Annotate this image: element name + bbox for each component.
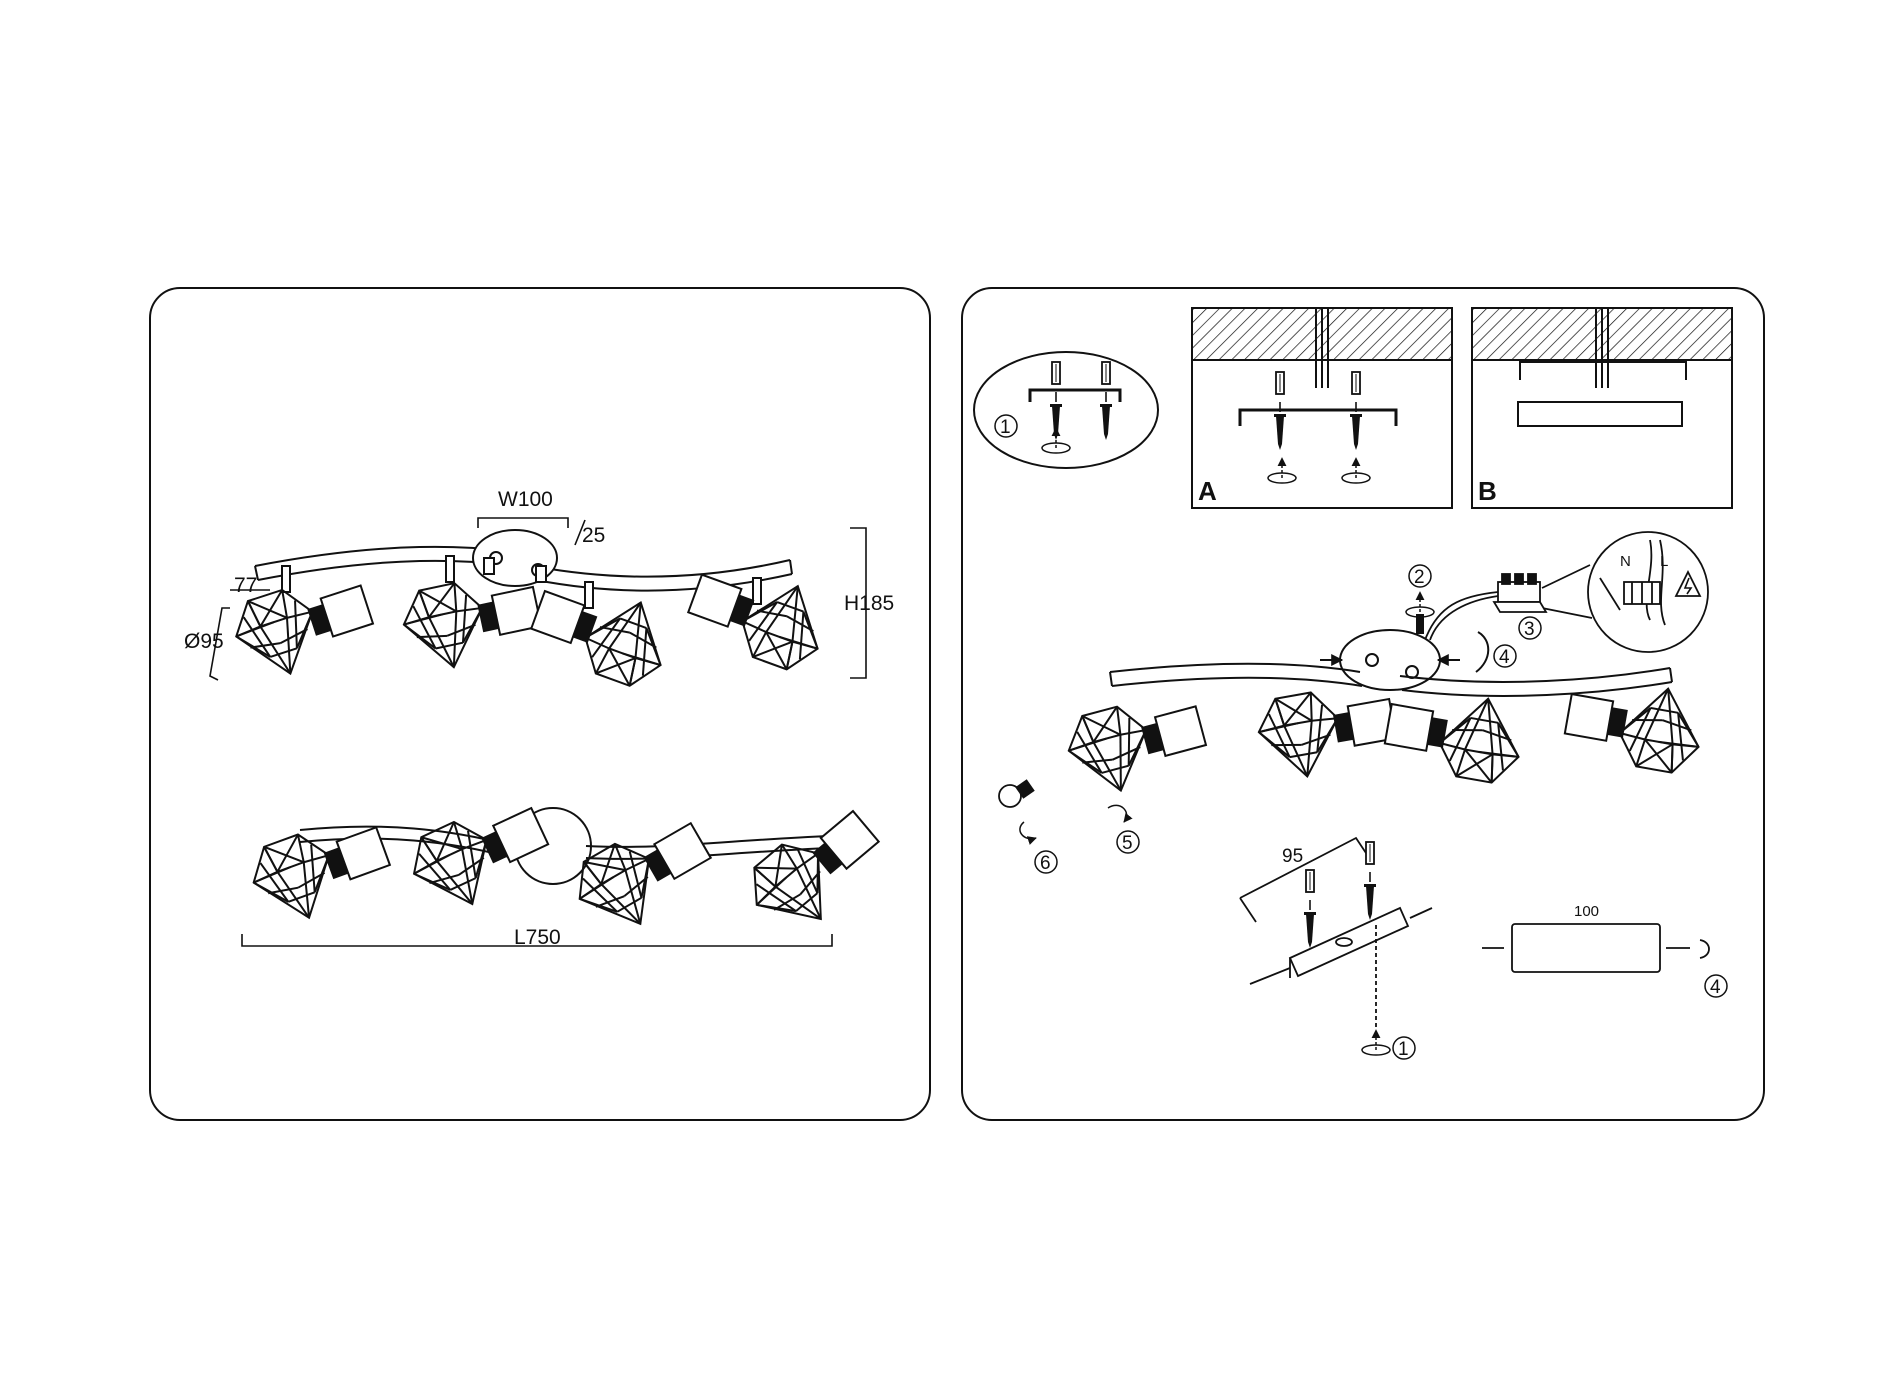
step-2-label: 2 <box>1414 567 1425 588</box>
assembly-spots <box>1061 672 1708 801</box>
live-label: L <box>1660 553 1668 570</box>
step-5-label: 5 <box>1122 833 1133 854</box>
dimension-lines <box>209 517 867 947</box>
fixture-side-view <box>254 529 793 592</box>
step-2-mark: 2 <box>1406 564 1434 634</box>
arm-length-label: 77 <box>234 574 257 597</box>
step-4-label: 4 <box>1499 647 1510 668</box>
length-label: L750 <box>514 926 561 949</box>
step-1-bottom-label: 1 <box>1398 1039 1409 1060</box>
plate-detail <box>1482 923 1710 973</box>
step-5-mark: 5 <box>1107 804 1140 854</box>
plate-length-label: 100 <box>1574 903 1599 920</box>
base-height-label: 25 <box>582 524 605 547</box>
bracket-detail <box>1239 836 1433 1030</box>
bracket-width-label: 95 <box>1282 846 1303 867</box>
step-4-bottom: 4 <box>1704 974 1728 998</box>
installation-panel: 1 A <box>961 287 1765 1121</box>
height-label: H185 <box>844 592 894 615</box>
mounting-panel-a: A <box>1191 307 1453 509</box>
step-4-bottom-label: 4 <box>1710 977 1721 998</box>
panel-a-label: A <box>1198 476 1217 506</box>
wiring-detail <box>1541 531 1709 653</box>
step-1-oval: 1 <box>973 351 1159 469</box>
neutral-label: N <box>1620 553 1631 570</box>
width-label: W100 <box>498 488 553 511</box>
terminal-block <box>1424 573 1548 641</box>
step-3-mark: 3 <box>1518 616 1542 640</box>
panel-b-label: B <box>1478 476 1497 506</box>
dimensions-panel: W100 25 77 Ø95 H185 L750 <box>149 287 931 1121</box>
step-3-label: 3 <box>1524 619 1535 640</box>
shade-diameter-label: Ø95 <box>184 630 224 653</box>
fixture-assembly <box>1109 629 1673 697</box>
step-1-bottom: 1 <box>1362 1030 1416 1060</box>
step-1-label: 1 <box>1000 417 1011 438</box>
step-4-mark: 4 <box>1493 644 1517 668</box>
mounting-panel-b: B <box>1471 307 1733 509</box>
bulb-step-6: 6 <box>998 779 1058 874</box>
side-view-spots <box>227 554 835 693</box>
step-6-label: 6 <box>1040 853 1051 874</box>
